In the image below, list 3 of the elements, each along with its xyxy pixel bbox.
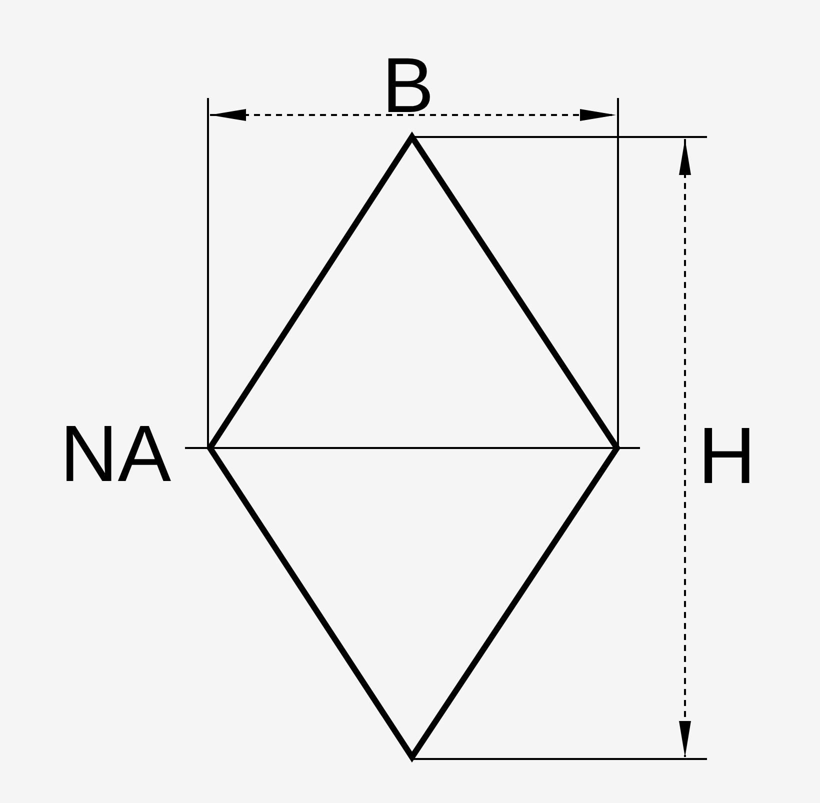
dimension-label: B	[382, 46, 434, 124]
axis-label: NA	[60, 414, 172, 494]
dimension-label: H	[698, 416, 756, 496]
